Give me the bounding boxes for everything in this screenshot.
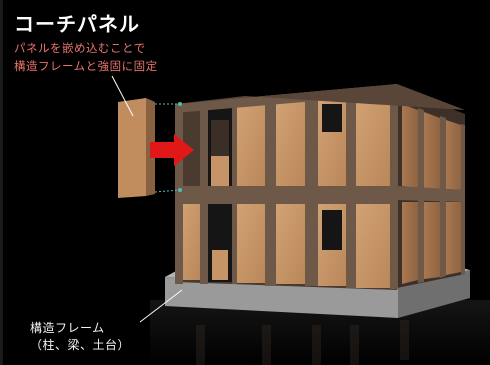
caption-leader — [111, 75, 134, 117]
frame-label-line-1: 構造フレーム — [30, 321, 105, 335]
frame-label-line-2: （柱、梁、土台） — [30, 338, 131, 352]
guide-lines — [154, 103, 181, 193]
caption-line-2: 構造フレームと強固に固定 — [14, 59, 158, 73]
caption-line-1: パネルを嵌め込むことで — [14, 41, 146, 55]
side-wall — [397, 88, 465, 288]
roof-edge — [175, 84, 465, 110]
front-panels-upper — [208, 92, 390, 186]
guide-point — [178, 102, 182, 106]
front-panels-lower — [180, 204, 390, 288]
insert-arrow — [150, 134, 194, 166]
left-edge — [0, 0, 3, 365]
diagram-title: コーチパネル — [14, 12, 140, 36]
guide-point — [178, 188, 182, 192]
coach-panel — [118, 98, 155, 198]
reflection-columns — [196, 320, 409, 365]
frame-label-leader — [139, 289, 183, 323]
